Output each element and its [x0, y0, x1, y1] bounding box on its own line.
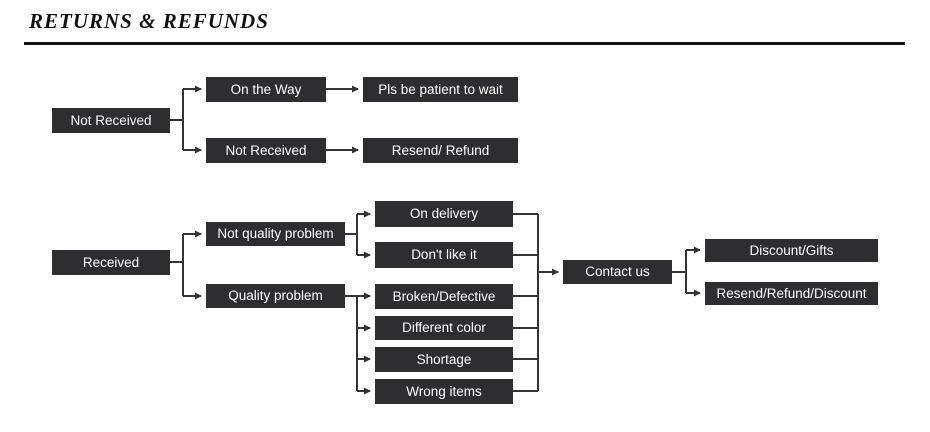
connector-not-quality-split	[345, 214, 358, 255]
node-broken-defective: Broken/Defective	[375, 284, 513, 309]
connector-reasons-merge	[513, 213, 539, 392]
connector-received-split	[170, 234, 184, 296]
node-wrong-items: Wrong items	[375, 379, 513, 404]
node-shortage: Shortage	[375, 347, 513, 372]
node-on-delivery: On delivery	[375, 201, 513, 227]
connector-not-received-split	[170, 89, 184, 150]
node-not-quality-problem: Not quality problem	[206, 222, 345, 246]
node-dont-like-it: Don't like it	[375, 242, 513, 268]
node-quality-problem: Quality problem	[206, 284, 345, 308]
node-not-received: Not Received	[52, 108, 170, 133]
node-not-received-status: Not Received	[206, 138, 326, 163]
node-resend-refund: Resend/ Refund	[363, 138, 518, 163]
page-title: RETURNS & REFUNDS	[29, 9, 269, 33]
node-resend-refund-discount: Resend/Refund/Discount	[705, 282, 878, 305]
title-underline	[24, 42, 905, 45]
node-received: Received	[52, 250, 170, 275]
connector-quality-split	[345, 295, 358, 391]
node-discount-gifts: Discount/Gifts	[705, 239, 878, 262]
node-pls-be-patient-to-wait: Pls be patient to wait	[363, 77, 518, 102]
node-contact-us: Contact us	[563, 260, 672, 284]
node-on-the-way: On the Way	[206, 77, 326, 102]
connector-contact-split	[672, 250, 687, 293]
node-different-color: Different color	[375, 316, 513, 340]
